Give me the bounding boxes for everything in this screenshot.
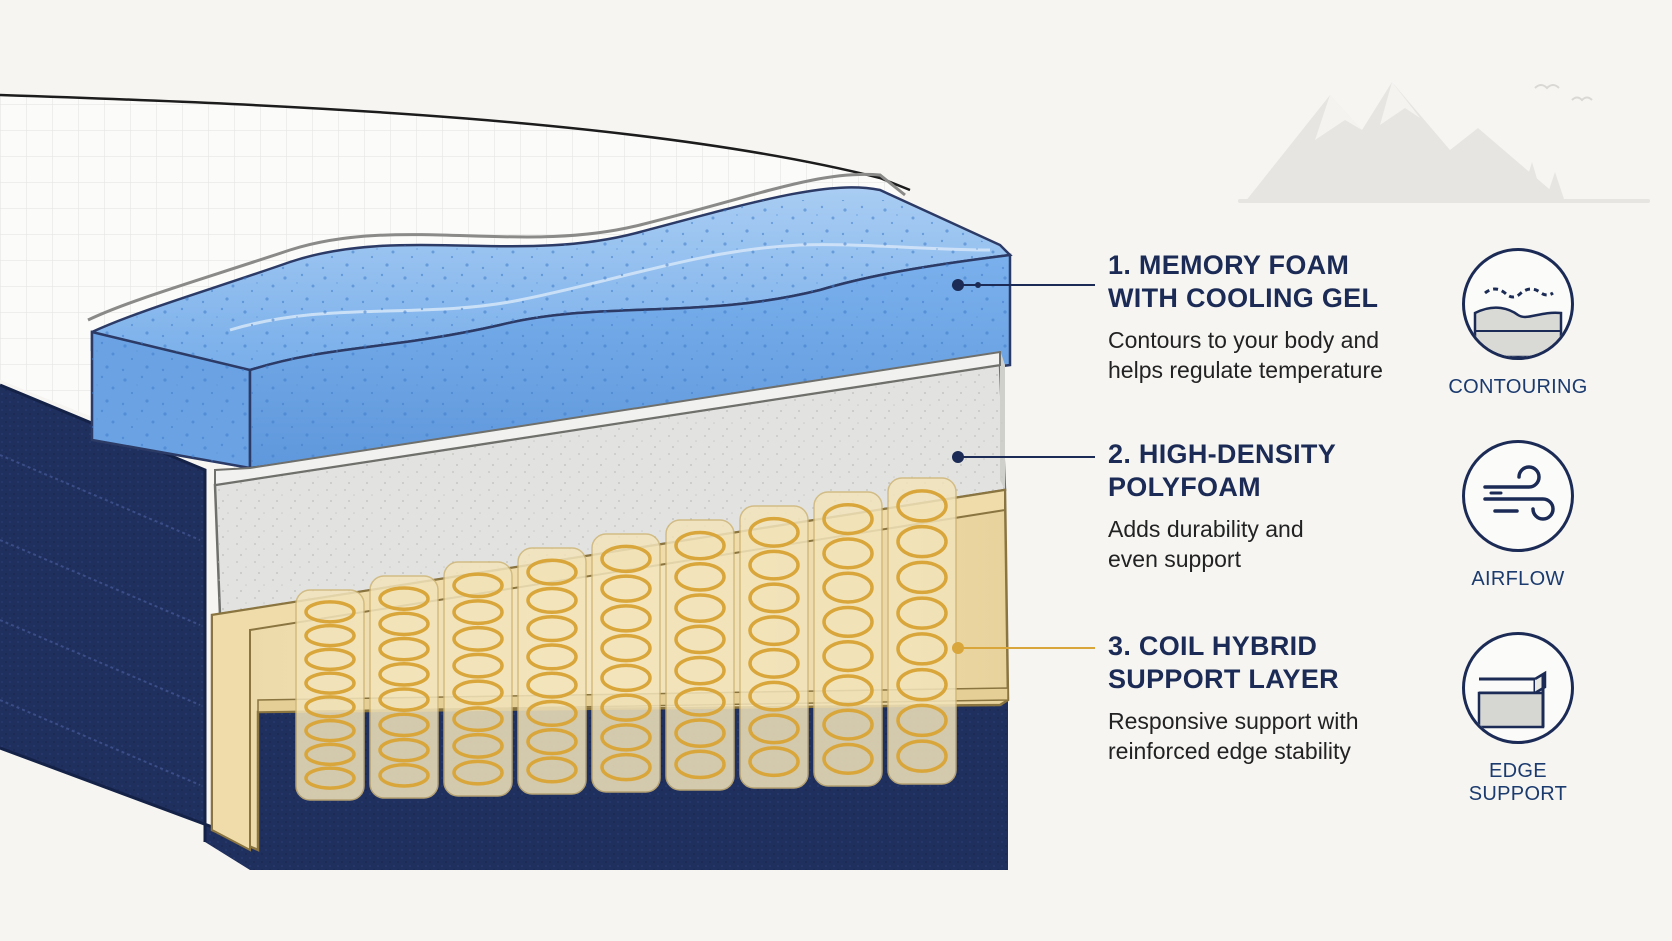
coil-turn [378,763,430,788]
coil-turn [378,586,430,611]
coil-turn [304,695,356,719]
airflow-icon [1462,440,1574,552]
coil-turn [674,593,726,623]
callout-title: 3. COIL HYBRID SUPPORT LAYER [1108,631,1339,694]
polyfoam-layer [213,350,1007,617]
mountain-watermark-icon [1238,82,1650,203]
contouring-icon [1462,248,1574,360]
coil-turn [378,712,430,738]
coil-turn [526,643,578,671]
coil-turn [526,586,578,614]
coil-turn [896,739,948,773]
coil-turn [304,766,356,790]
coil-turn [452,759,504,786]
coil-turn [526,615,578,643]
callout-description: Contours to your body and helps regulate… [1108,327,1383,383]
callout-polyfoam: 2. HIGH-DENSITY POLYFOAM Adds durability… [1108,438,1408,574]
coil-turn [896,703,948,738]
coil-turn [822,537,874,570]
callout-memory-foam: 1. MEMORY FOAM WITH COOLING GEL Contours… [1108,249,1408,385]
feature-label: CONTOURING [1448,376,1588,398]
coil-turn [822,605,874,639]
coil-turn [822,674,874,707]
coil-pocket [813,491,883,787]
coil-turn [674,718,726,748]
coil-turn [674,687,726,717]
coil-turn [748,582,800,614]
coil-turn [748,549,800,581]
coil-springs [295,477,957,801]
coil-turn [674,562,726,592]
coil-turn [748,647,800,679]
coil-turn [822,708,874,741]
coil-turn [304,671,356,695]
coil-turn [452,572,504,599]
coil-turn [304,647,356,672]
coil-turn [526,558,578,586]
coil-turn [304,718,356,743]
coil-turn [748,516,800,548]
coil-turn [674,749,726,780]
edge-support-icon [1462,632,1574,744]
feature-badge-edge-support: EDGE SUPPORT [1448,632,1588,806]
coil-turn [600,604,652,633]
coil-turn [452,679,504,706]
feature-label: AIRFLOW [1471,568,1565,590]
feature-label: EDGE SUPPORT [1468,760,1568,805]
coil-turn [822,742,874,776]
coil-turn [452,599,504,626]
coil-turn [526,699,578,727]
callout-coil-hybrid: 3. COIL HYBRID SUPPORT LAYER Responsive … [1108,630,1408,766]
coil-turn [896,632,948,666]
coil-turn [896,524,948,559]
callout-title: 2. HIGH-DENSITY POLYFOAM [1108,439,1337,502]
coil-turn [674,530,726,561]
coil-turn [600,544,652,574]
coil-turn [304,600,356,624]
coil-turn [600,752,652,782]
coil-turn [304,742,356,767]
coil-turn [600,574,652,603]
coil-turn [304,623,356,648]
coil-turn [452,625,504,652]
coil-turn [600,693,652,722]
coil-turn [600,723,652,752]
coil-turn [600,663,652,693]
coil-turn [452,732,504,759]
coil-turn [452,652,504,679]
coil-turn [748,615,800,647]
coil-turn [452,706,504,733]
coil-turn [674,624,726,655]
coil-turn [748,713,800,745]
coil-turn [378,687,430,712]
coil-turn [896,596,948,630]
coil-turn [822,571,874,604]
coil-turn [674,655,726,686]
coil-turn [896,560,948,595]
coil-turn [378,737,430,763]
coil-turn [748,746,800,778]
coil-turn [600,633,652,663]
coil-turn [748,680,800,712]
coil-turn [378,662,430,687]
callout-description: Responsive support with reinforced edge … [1108,708,1359,764]
coil-turn [896,489,948,523]
coil-turn [378,636,430,662]
coil-turn [526,728,578,756]
coil-pocket [887,477,957,785]
coil-turn [896,667,948,702]
coil-turn [822,502,874,536]
callout-description: Adds durability and even support [1108,516,1304,572]
feature-badge-contouring: CONTOURING [1448,248,1588,399]
callout-title: 1. MEMORY FOAM WITH COOLING GEL [1108,250,1379,313]
coil-support-layer [210,477,1010,852]
leader-lines [952,279,1095,654]
feature-badge-airflow: AIRFLOW [1448,440,1588,591]
coil-turn [822,639,874,673]
coil-pocket [739,505,809,789]
coil-turn [526,756,578,784]
coil-turn [378,611,430,637]
coil-turn [526,671,578,699]
